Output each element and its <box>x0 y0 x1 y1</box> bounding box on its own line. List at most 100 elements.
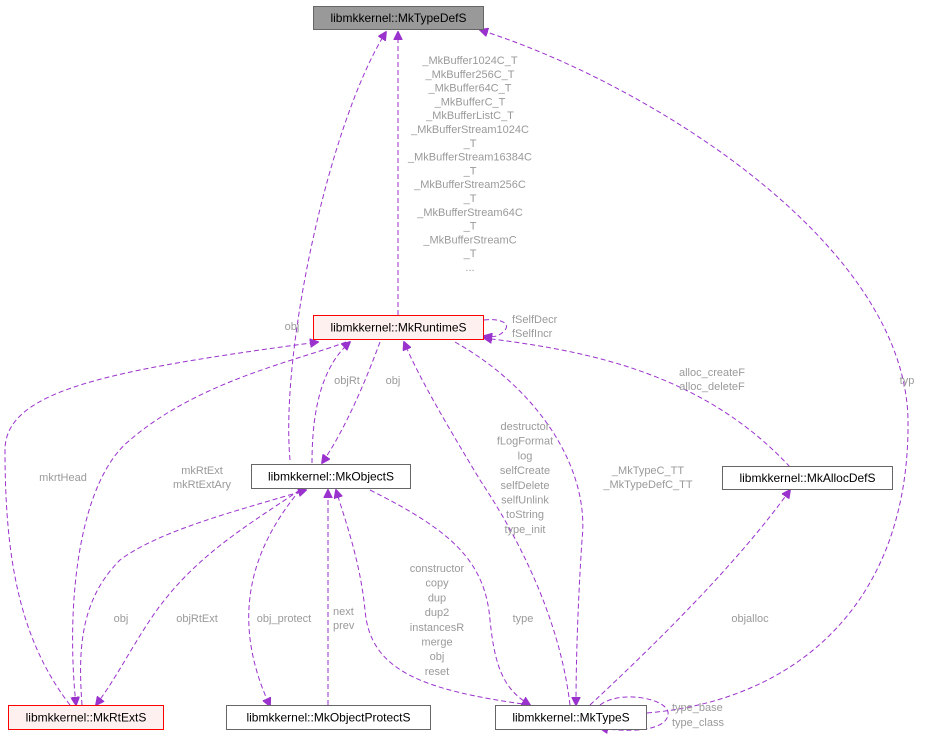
label-object-rtext: objRtExt <box>176 613 218 625</box>
node-label: libmkkernel::MkRtExtS <box>26 711 147 725</box>
label-runtime-typedef-line: _MkBufferStreamC <box>422 234 516 246</box>
label-runtime-typedef-line: _T <box>463 221 477 233</box>
label-types-object-line: dup <box>428 592 446 604</box>
label-types-object-line: instancesR <box>410 622 464 634</box>
label-types-allocdef-line: objalloc <box>731 613 769 625</box>
node-box <box>226 705 431 730</box>
label-types-typedef: typ <box>900 375 915 387</box>
node-mktypedefs[interactable]: libmkkernel::MkTypeDefS <box>313 6 484 30</box>
edge-types-to-runtime <box>404 342 571 706</box>
label-runtime-object: obj <box>386 375 401 387</box>
label-runtime-typedef-line: _T <box>463 193 477 205</box>
label-types-object-line: obj <box>430 651 445 663</box>
edge-rtext-to-object <box>80 490 306 706</box>
node-box <box>495 705 647 730</box>
label-runtime-typedef-line: _T <box>463 138 477 150</box>
label-types-self-line: type_class <box>672 717 724 729</box>
label-object-typedef: obj <box>285 321 300 333</box>
label-types-runtime-line: selfCreate <box>500 465 550 477</box>
label-runtime-typedef-line: _MkBuffer256C_T <box>424 69 514 81</box>
label-types-runtime-line: fLogFormat <box>497 436 553 448</box>
label-types-typedef-line: typ <box>900 375 915 387</box>
node-mkrtexts[interactable]: libmkkernel::MkRtExtS <box>8 705 164 730</box>
node-box <box>722 466 893 490</box>
node-label: libmkkernel::MkObjectProtectS <box>246 711 410 725</box>
label-runtime-typedef-line: _MkBufferStream64C <box>416 207 523 219</box>
label-object-runtime: objRt <box>334 375 360 387</box>
label-runtime-types-line: _MkTypeDefC_TT <box>602 479 693 491</box>
edge-object-to-runtime <box>311 342 350 464</box>
label-allocdef-runtime-line: alloc_deleteF <box>679 381 745 393</box>
label-protect-object-line: next <box>333 606 354 618</box>
node-label: libmkkernel::MkObjectS <box>268 470 394 484</box>
node-label: libmkkernel::MkTypeS <box>512 711 629 725</box>
node-label: libmkkernel::MkAllocDefS <box>739 471 875 485</box>
node-box <box>313 315 484 340</box>
node-box <box>8 705 164 730</box>
label-types-object-line: merge <box>421 637 452 649</box>
node-mktypes[interactable]: libmkkernel::MkTypeS <box>495 705 647 730</box>
edge-types-to-typedef <box>480 30 909 714</box>
label-object-types: type <box>513 613 534 625</box>
edges <box>4 30 909 730</box>
label-runtime-self-line: fSelfDecr <box>512 314 558 326</box>
label-runtime-rtext-line: mkRtExt <box>181 465 223 477</box>
label-rtext-object-line: obj <box>114 613 129 625</box>
label-rtext-object: obj <box>114 613 129 625</box>
edge-allocdef-to-runtime <box>484 338 791 468</box>
label-runtime-typedef-line: _MkBufferStream256C <box>413 179 526 191</box>
node-mkobjectprotects[interactable]: libmkkernel::MkObjectProtectS <box>226 705 431 730</box>
label-runtime-types: _MkTypeC_TT _MkTypeDefC_TT <box>602 465 693 491</box>
label-runtime-self: fSelfDecr fSelfIncr <box>512 314 558 340</box>
node-mkruntimes[interactable]: libmkkernel::MkRuntimeS <box>313 315 484 340</box>
label-types-object-line: reset <box>425 666 449 678</box>
label-runtime-typedef-line: _MkBufferStream16384C <box>407 152 532 164</box>
label-types-object-line: constructor <box>410 563 465 575</box>
label-protect-object: next prev <box>333 606 355 632</box>
edge-labels: _MkBuffer1024C_T _MkBuffer256C_T _MkBuffer… <box>39 55 914 729</box>
edge-runtime-to-object <box>322 341 381 463</box>
edge-object-to-types <box>369 489 530 705</box>
label-runtime-typedef: _MkBuffer1024C_T _MkBuffer256C_T _MkBuffer… <box>407 55 532 274</box>
node-mkobjects[interactable]: libmkkernel::MkObjectS <box>251 464 411 489</box>
label-types-runtime-line: selfDelete <box>501 480 550 492</box>
node-mkallocdefs[interactable]: libmkkernel::MkAllocDefS <box>722 466 893 490</box>
label-object-types-line: type <box>513 613 534 625</box>
label-runtime-object-line: obj <box>386 375 401 387</box>
label-object-runtime-line: objRt <box>334 375 360 387</box>
label-types-allocdef: objalloc <box>731 613 769 625</box>
label-types-runtime-line: log <box>518 450 533 462</box>
label-runtime-typedef-line: _MkBuffer1024C_T <box>421 55 517 67</box>
label-types-object-line: copy <box>425 578 449 590</box>
label-types-runtime: destructor fLogFormat log selfCreate selfDel… <box>497 421 553 536</box>
label-rtext-runtime: mkrtHead <box>39 472 87 484</box>
label-types-runtime-line: selfUnlink <box>501 495 549 507</box>
label-types-self: type_base type_class <box>672 702 724 729</box>
label-object-protect: obj_protect <box>257 613 311 625</box>
edge-types-self <box>600 696 669 730</box>
label-runtime-rtext-line: mkRtExtAry <box>173 479 232 491</box>
label-runtime-self-line: fSelfIncr <box>512 328 553 340</box>
label-object-protect-line: obj_protect <box>257 613 311 625</box>
node-box <box>313 6 484 30</box>
label-object-rtext-line: objRtExt <box>176 613 218 625</box>
label-runtime-typedef-line: _MkBufferC_T <box>434 96 506 108</box>
edge-rtext-to-runtime <box>4 342 318 706</box>
label-types-runtime-line: type_init <box>505 524 546 536</box>
label-object-typedef-line: obj <box>285 321 300 333</box>
edge-runtime-self <box>484 319 507 337</box>
label-runtime-typedef-line: _MkBufferStream1024C <box>410 124 529 136</box>
label-runtime-typedef-line: _T <box>463 165 477 177</box>
edge-object-to-protect <box>248 489 301 706</box>
edge-runtime-to-types <box>454 341 584 705</box>
label-runtime-rtext: mkRtExt mkRtExtAry <box>173 465 232 491</box>
label-protect-object-line: prev <box>333 620 355 632</box>
label-types-runtime-line: destructor <box>501 421 550 433</box>
label-runtime-types-line: _MkTypeC_TT <box>611 465 684 477</box>
label-types-self-line: type_base <box>672 702 723 714</box>
edge-object-to-rtext <box>96 489 301 705</box>
node-label: libmkkernel::MkRuntimeS <box>330 321 466 335</box>
label-rtext-runtime-line: mkrtHead <box>39 472 87 484</box>
